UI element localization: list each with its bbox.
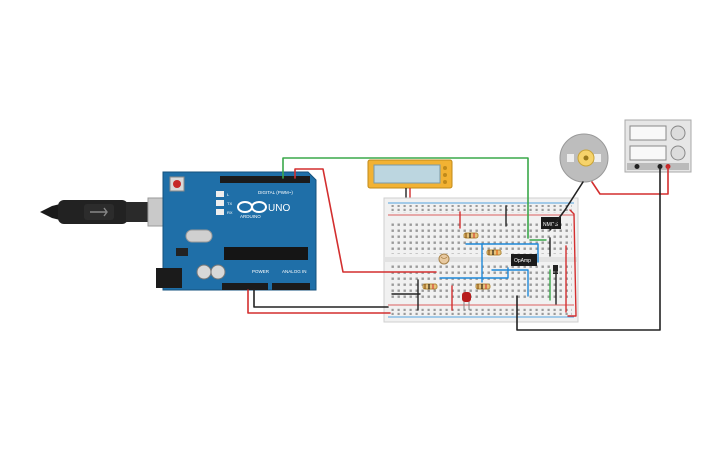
usb-cable[interactable] [40, 197, 185, 227]
wire-black-gnd[interactable] [253, 289, 389, 308]
ground-terminal[interactable] [634, 164, 640, 169]
arduino-logo [237, 201, 267, 213]
wire-blue-1[interactable] [465, 243, 539, 263]
current-knob[interactable] [670, 145, 686, 161]
voltage-display [629, 125, 667, 141]
rx-led [216, 209, 224, 215]
breadboard[interactable] [383, 197, 579, 323]
current-display [629, 145, 667, 161]
power-jack[interactable] [156, 268, 182, 288]
red-led[interactable] [462, 292, 471, 310]
wire-green-signal[interactable] [282, 157, 529, 239]
arduino-uno-board[interactable]: DIGITAL (PWM~) TX RX L UNO ARDUINO POWER [156, 171, 317, 291]
board-brand-label: ARDUINO [240, 214, 261, 219]
atmega-chip [224, 247, 308, 260]
digital-header-label: DIGITAL (PWM~) [258, 190, 293, 195]
wire-red-5v[interactable] [247, 289, 391, 314]
power-label: POWER [252, 269, 270, 274]
capacitor-2 [210, 264, 226, 280]
wire-black-supply-ground[interactable] [516, 166, 661, 331]
photoresistor[interactable] [438, 253, 450, 265]
crystal-oscillator [185, 229, 213, 243]
power-supply[interactable] [624, 119, 692, 173]
rx-label: RX [227, 210, 233, 215]
reset-button[interactable] [169, 176, 185, 192]
resistor-4[interactable] [475, 283, 491, 290]
resistor-1[interactable] [463, 232, 479, 239]
resistor-3[interactable] [422, 283, 438, 290]
analog-label: ANALOG IN [282, 269, 307, 274]
analog-pin-header[interactable] [272, 283, 310, 290]
board-model-label: UNO [268, 203, 290, 214]
dc-motor[interactable] [559, 133, 609, 183]
wire-black-motor[interactable] [549, 181, 584, 231]
wire-blue-3[interactable] [439, 267, 509, 279]
wire-red-motor-supply[interactable] [591, 166, 669, 195]
lcd-display[interactable] [367, 159, 453, 206]
l-led [216, 191, 224, 197]
capacitor-1 [196, 264, 212, 280]
tx-led [216, 200, 224, 206]
opamp-label: OpAmp [514, 258, 531, 264]
opamp-chip[interactable]: OpAmp [511, 254, 537, 266]
power-pin-header[interactable] [222, 283, 268, 290]
wire-red-right-rail[interactable] [567, 209, 577, 317]
voltage-regulator [176, 248, 188, 256]
wire-blue-4[interactable] [491, 269, 529, 297]
voltage-knob[interactable] [670, 125, 686, 141]
l-label: L [227, 192, 230, 197]
nmos-transistor[interactable]: NMOS [541, 217, 561, 229]
digital-pin-header[interactable] [220, 176, 310, 183]
nmos-label: NMOS [543, 222, 559, 228]
tx-label: TX [227, 201, 232, 206]
wire-red-digital[interactable] [294, 168, 437, 273]
resistor-2[interactable] [486, 249, 502, 256]
